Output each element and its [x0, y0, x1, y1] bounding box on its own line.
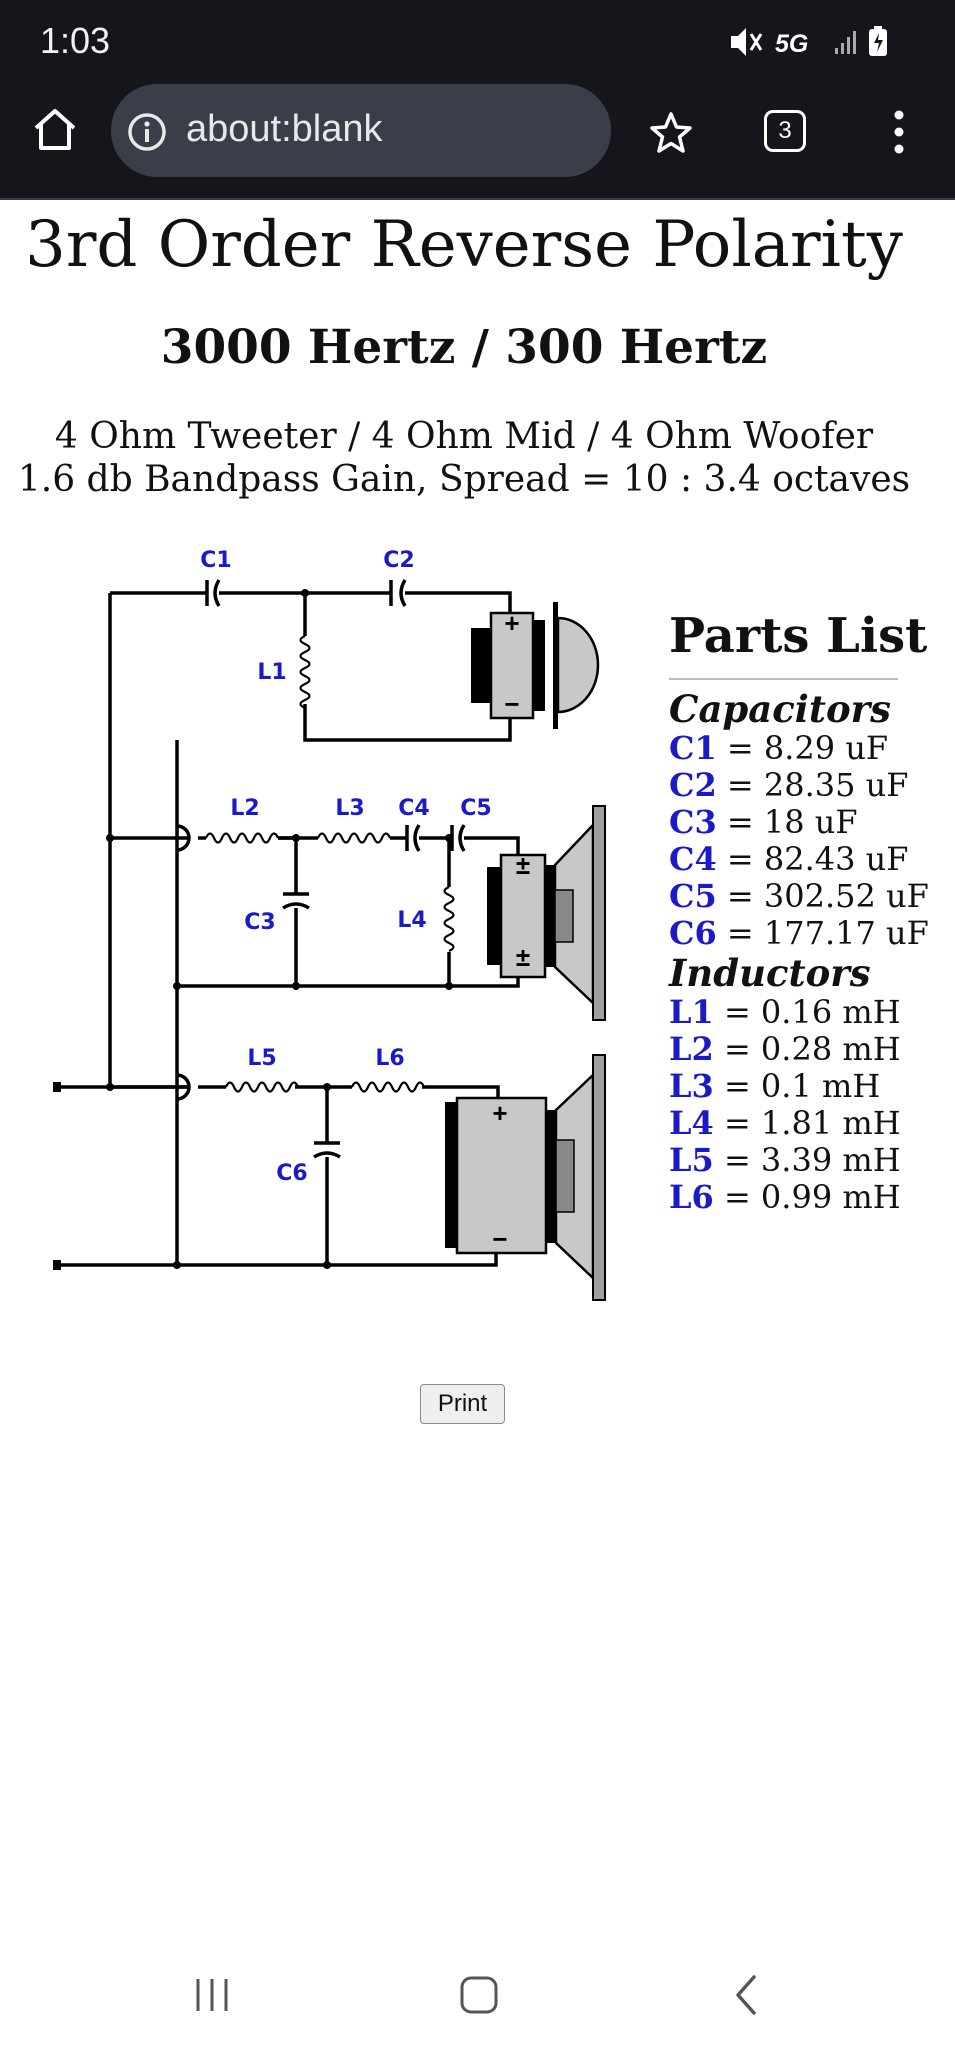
system-navigation-bar — [0, 1940, 955, 2048]
capacitor-row: C1 = 8.29 uF — [669, 730, 929, 767]
label-c1: C1 — [200, 548, 231, 573]
midrange-driver — [487, 805, 606, 1021]
capacitors-heading: Capacitors — [669, 687, 891, 731]
inductor-value: = 3.39 mH — [713, 1141, 901, 1179]
woofer-minus-label: − — [492, 1224, 507, 1254]
capacitor-row: C3 = 18 uF — [669, 804, 929, 841]
tweeter-driver — [471, 602, 600, 729]
capacitor-row: C5 = 302.52 uF — [669, 878, 929, 915]
url-text: about:blank — [186, 108, 383, 150]
status-bar: 1:03 5G — [0, 0, 955, 84]
label-l3: L3 — [335, 796, 364, 821]
capacitor-label: C1 — [669, 729, 717, 767]
capacitor-value: = 302.52 uF — [716, 877, 929, 915]
capacitor-value: = 82.43 uF — [716, 840, 909, 878]
inductors-heading: Inductors — [669, 951, 871, 995]
capacitor-value: = 177.17 uF — [716, 914, 929, 952]
capacitor-value: = 18 uF — [716, 803, 858, 841]
inductor-row: L4 = 1.81 mH — [669, 1105, 929, 1142]
label-l6: L6 — [375, 1046, 404, 1071]
inductor-row: L6 = 0.99 mH — [669, 1179, 929, 1216]
label-c6: C6 — [276, 1161, 307, 1186]
menu-icon[interactable] — [884, 108, 914, 156]
capacitor-row: C6 = 177.17 uF — [669, 915, 929, 952]
parts-list-divider — [669, 678, 898, 680]
parts-list-heading: Parts List — [669, 608, 928, 664]
inductor-label: L1 — [669, 993, 714, 1031]
inductor-row: L2 = 0.28 mH — [669, 1031, 929, 1068]
woofer-plus-label: + — [492, 1098, 507, 1128]
home-icon[interactable] — [30, 104, 80, 154]
mute-icon — [731, 28, 763, 56]
label-c5: C5 — [460, 796, 491, 821]
inductor-row: L5 = 3.39 mH — [669, 1142, 929, 1179]
inductor-label: L6 — [669, 1178, 714, 1216]
recent-apps-icon[interactable] — [192, 1976, 232, 2014]
star-icon[interactable] — [648, 110, 694, 156]
label-c2: C2 — [383, 548, 414, 573]
page-subtitle: 3000 Hertz / 300 Hertz — [160, 320, 768, 375]
browser-toolbar: about:blank 3 — [0, 84, 955, 200]
label-l4: L4 — [397, 908, 426, 933]
description-line-2: 1.6 db Bandpass Gain, Spread = 10 : 3.4 … — [17, 459, 911, 500]
mid-upper-polarity-label: ± — [516, 850, 530, 880]
signal-icon — [835, 31, 856, 54]
capacitor-label: C4 — [669, 840, 717, 878]
status-time: 1:03 — [40, 20, 111, 61]
mid-lower-polarity-label: ± — [516, 942, 530, 972]
inductor-label: L5 — [669, 1141, 714, 1179]
info-icon[interactable] — [126, 111, 168, 153]
label-l1: L1 — [257, 660, 286, 685]
inductor-row: L1 = 0.16 mH — [669, 994, 929, 1031]
capacitor-label: C2 — [669, 766, 717, 804]
capacitor-value: = 28.35 uF — [716, 766, 909, 804]
capacitor-row: C4 = 82.43 uF — [669, 841, 929, 878]
inductor-value: = 1.81 mH — [713, 1104, 901, 1142]
label-c4: C4 — [398, 796, 429, 821]
battery-icon — [869, 26, 887, 56]
status-icons: 5G — [731, 26, 887, 58]
capacitor-label: C3 — [669, 803, 717, 841]
inductor-label: L2 — [669, 1030, 714, 1068]
inductor-value: = 0.28 mH — [713, 1030, 901, 1068]
inductor-label: L4 — [669, 1104, 714, 1142]
tweeter-minus-label: − — [504, 689, 519, 719]
crossover-schematic: + − ± ± + − C1 C2 L1 L2 L3 C4 C5 C3 L4 L… — [53, 548, 606, 1301]
page-title: 3rd Order Reverse Polarity — [25, 208, 903, 282]
capacitor-label: C5 — [669, 877, 717, 915]
label-c3: C3 — [244, 910, 275, 935]
capacitor-value: = 8.29 uF — [716, 729, 889, 767]
network-5g-label: 5G — [775, 30, 808, 58]
inductor-value: = 0.99 mH — [713, 1178, 901, 1216]
inductor-value: = 0.16 mH — [713, 993, 901, 1031]
inductor-value: = 0.1 mH — [713, 1067, 881, 1105]
home-nav-icon[interactable] — [458, 1974, 500, 2016]
capacitor-row: C2 = 28.35 uF — [669, 767, 929, 804]
page-description: 4 Ohm Tweeter / 4 Ohm Mid / 4 Ohm Woofer… — [0, 415, 928, 501]
inductor-label: L3 — [669, 1067, 714, 1105]
label-l2: L2 — [230, 796, 259, 821]
inductor-row: L3 = 0.1 mH — [669, 1068, 929, 1105]
parts-list: Parts List Capacitors C1 = 8.29 uF C2 = … — [669, 606, 929, 1216]
description-line-1: 4 Ohm Tweeter / 4 Ohm Mid / 4 Ohm Woofer — [54, 416, 874, 457]
back-icon[interactable] — [730, 1974, 762, 2016]
woofer-driver — [445, 1054, 606, 1301]
address-bar[interactable]: about:blank — [111, 84, 611, 177]
label-l5: L5 — [247, 1046, 276, 1071]
print-button[interactable]: Print — [420, 1384, 505, 1424]
tab-switcher-button[interactable]: 3 — [764, 110, 806, 152]
capacitor-label: C6 — [669, 914, 717, 952]
tweeter-plus-label: + — [504, 608, 519, 638]
